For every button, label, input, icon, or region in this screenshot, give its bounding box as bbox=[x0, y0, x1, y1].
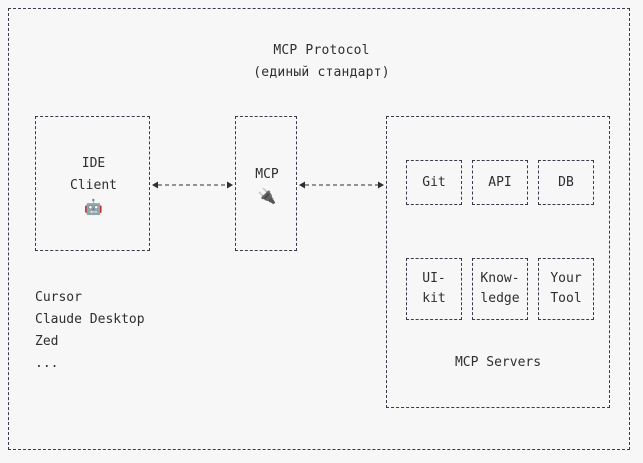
server-chip-ui-kit: UI- kit bbox=[406, 258, 462, 320]
server-chip-knowledge-line1: Know- bbox=[480, 271, 520, 286]
client-example-item: ... bbox=[35, 356, 59, 371]
arrow-client-to-protocol bbox=[150, 177, 235, 191]
arrow-protocol-to-servers bbox=[297, 177, 386, 191]
client-example-item: Cursor bbox=[35, 290, 82, 305]
client-example-item: Zed bbox=[35, 334, 59, 349]
diagram-title: MCP Protocol (единый стандарт) bbox=[0, 40, 643, 84]
server-chip-knowledge-line2: ledge bbox=[480, 291, 520, 306]
ide-client-label-line2: Client bbox=[70, 177, 117, 193]
mcp-protocol-content: MCP 🔌 bbox=[236, 117, 298, 252]
server-chip-api-line1: API bbox=[488, 174, 512, 190]
robot-face-icon: 🤖 bbox=[84, 197, 103, 216]
server-chip-db: DB bbox=[538, 160, 594, 205]
title-line-secondary: (единый стандарт) bbox=[253, 65, 390, 80]
ide-client-content: IDE Client 🤖 bbox=[36, 117, 151, 252]
ide-client-box: IDE Client 🤖 bbox=[35, 116, 150, 251]
outer-frame bbox=[8, 8, 630, 450]
client-example-item: Claude Desktop bbox=[35, 312, 145, 327]
server-chip-ui-kit-line1: UI- bbox=[422, 271, 446, 286]
server-chip-git-line1: Git bbox=[422, 174, 446, 190]
ide-client-label-line1: IDE bbox=[81, 155, 106, 171]
server-chip-your-tool: Your Tool bbox=[538, 258, 594, 320]
mcp-servers-label: MCP Servers bbox=[454, 355, 542, 370]
server-chip-db-line1: DB bbox=[558, 174, 574, 190]
server-chip-git: Git bbox=[406, 160, 462, 205]
title-line-primary: MCP Protocol bbox=[273, 43, 370, 58]
client-examples-list: Cursor Claude Desktop Zed ... bbox=[35, 287, 145, 375]
electric-plug-icon: 🔌 bbox=[257, 186, 277, 205]
mcp-protocol-label: MCP bbox=[255, 166, 279, 182]
server-chip-ui-kit-line2: kit bbox=[422, 291, 446, 306]
mcp-protocol-box: MCP 🔌 bbox=[235, 116, 297, 251]
server-chip-your-tool-line1: Your bbox=[550, 271, 582, 286]
server-chip-knowledge: Know- ledge bbox=[472, 258, 528, 320]
server-chip-api: API bbox=[472, 160, 528, 205]
server-chip-your-tool-line2: Tool bbox=[550, 291, 582, 306]
mcp-servers-box bbox=[386, 116, 610, 408]
